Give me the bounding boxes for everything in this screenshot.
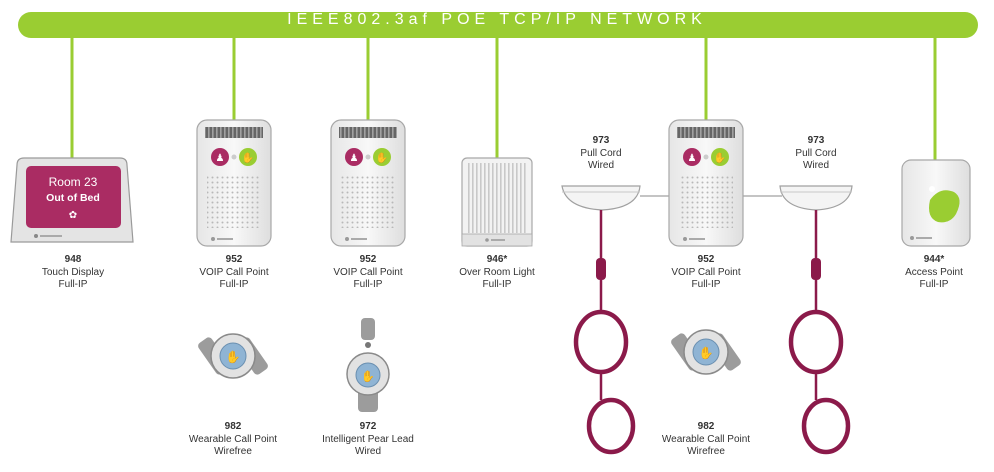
svg-text:✋: ✋ (242, 151, 254, 164)
display-status-text: Out of Bed (46, 192, 100, 204)
voip-call-point-952-a: ♟ ✋ (196, 119, 272, 247)
touch-display-948: Room 23 Out of Bed ✿ (10, 157, 134, 243)
drop-lines (70, 38, 937, 160)
svg-text:✋: ✋ (361, 370, 375, 383)
svg-text:✋: ✋ (699, 346, 714, 360)
pull-cord-973-b (779, 185, 853, 455)
svg-text:✋: ✋ (714, 151, 726, 164)
over-room-light-946 (461, 157, 533, 247)
intelligent-pear-lead-972: ✋ (346, 318, 390, 412)
pull-cord-973-a (561, 185, 641, 455)
svg-text:✋: ✋ (226, 350, 241, 364)
wearable-call-point-982-a: ✋ (198, 333, 268, 379)
svg-text:✿: ✿ (69, 210, 77, 221)
voip-call-point-952-b: ♟ ✋ (330, 119, 406, 247)
svg-text:♟: ♟ (688, 153, 697, 164)
display-screen (26, 166, 121, 228)
network-title: IEEE802.3af POE TCP/IP NETWORK (287, 11, 707, 28)
wearable-call-point-982-b: ✋ (671, 329, 741, 375)
svg-text:♟: ♟ (350, 153, 359, 164)
voip-call-point-952-c: ♟ ✋ (668, 119, 744, 247)
display-room-text: Room 23 (49, 175, 98, 189)
network-bus (18, 12, 978, 38)
svg-text:♟: ♟ (216, 153, 225, 164)
access-point-944 (901, 159, 971, 247)
svg-text:✋: ✋ (376, 151, 388, 164)
